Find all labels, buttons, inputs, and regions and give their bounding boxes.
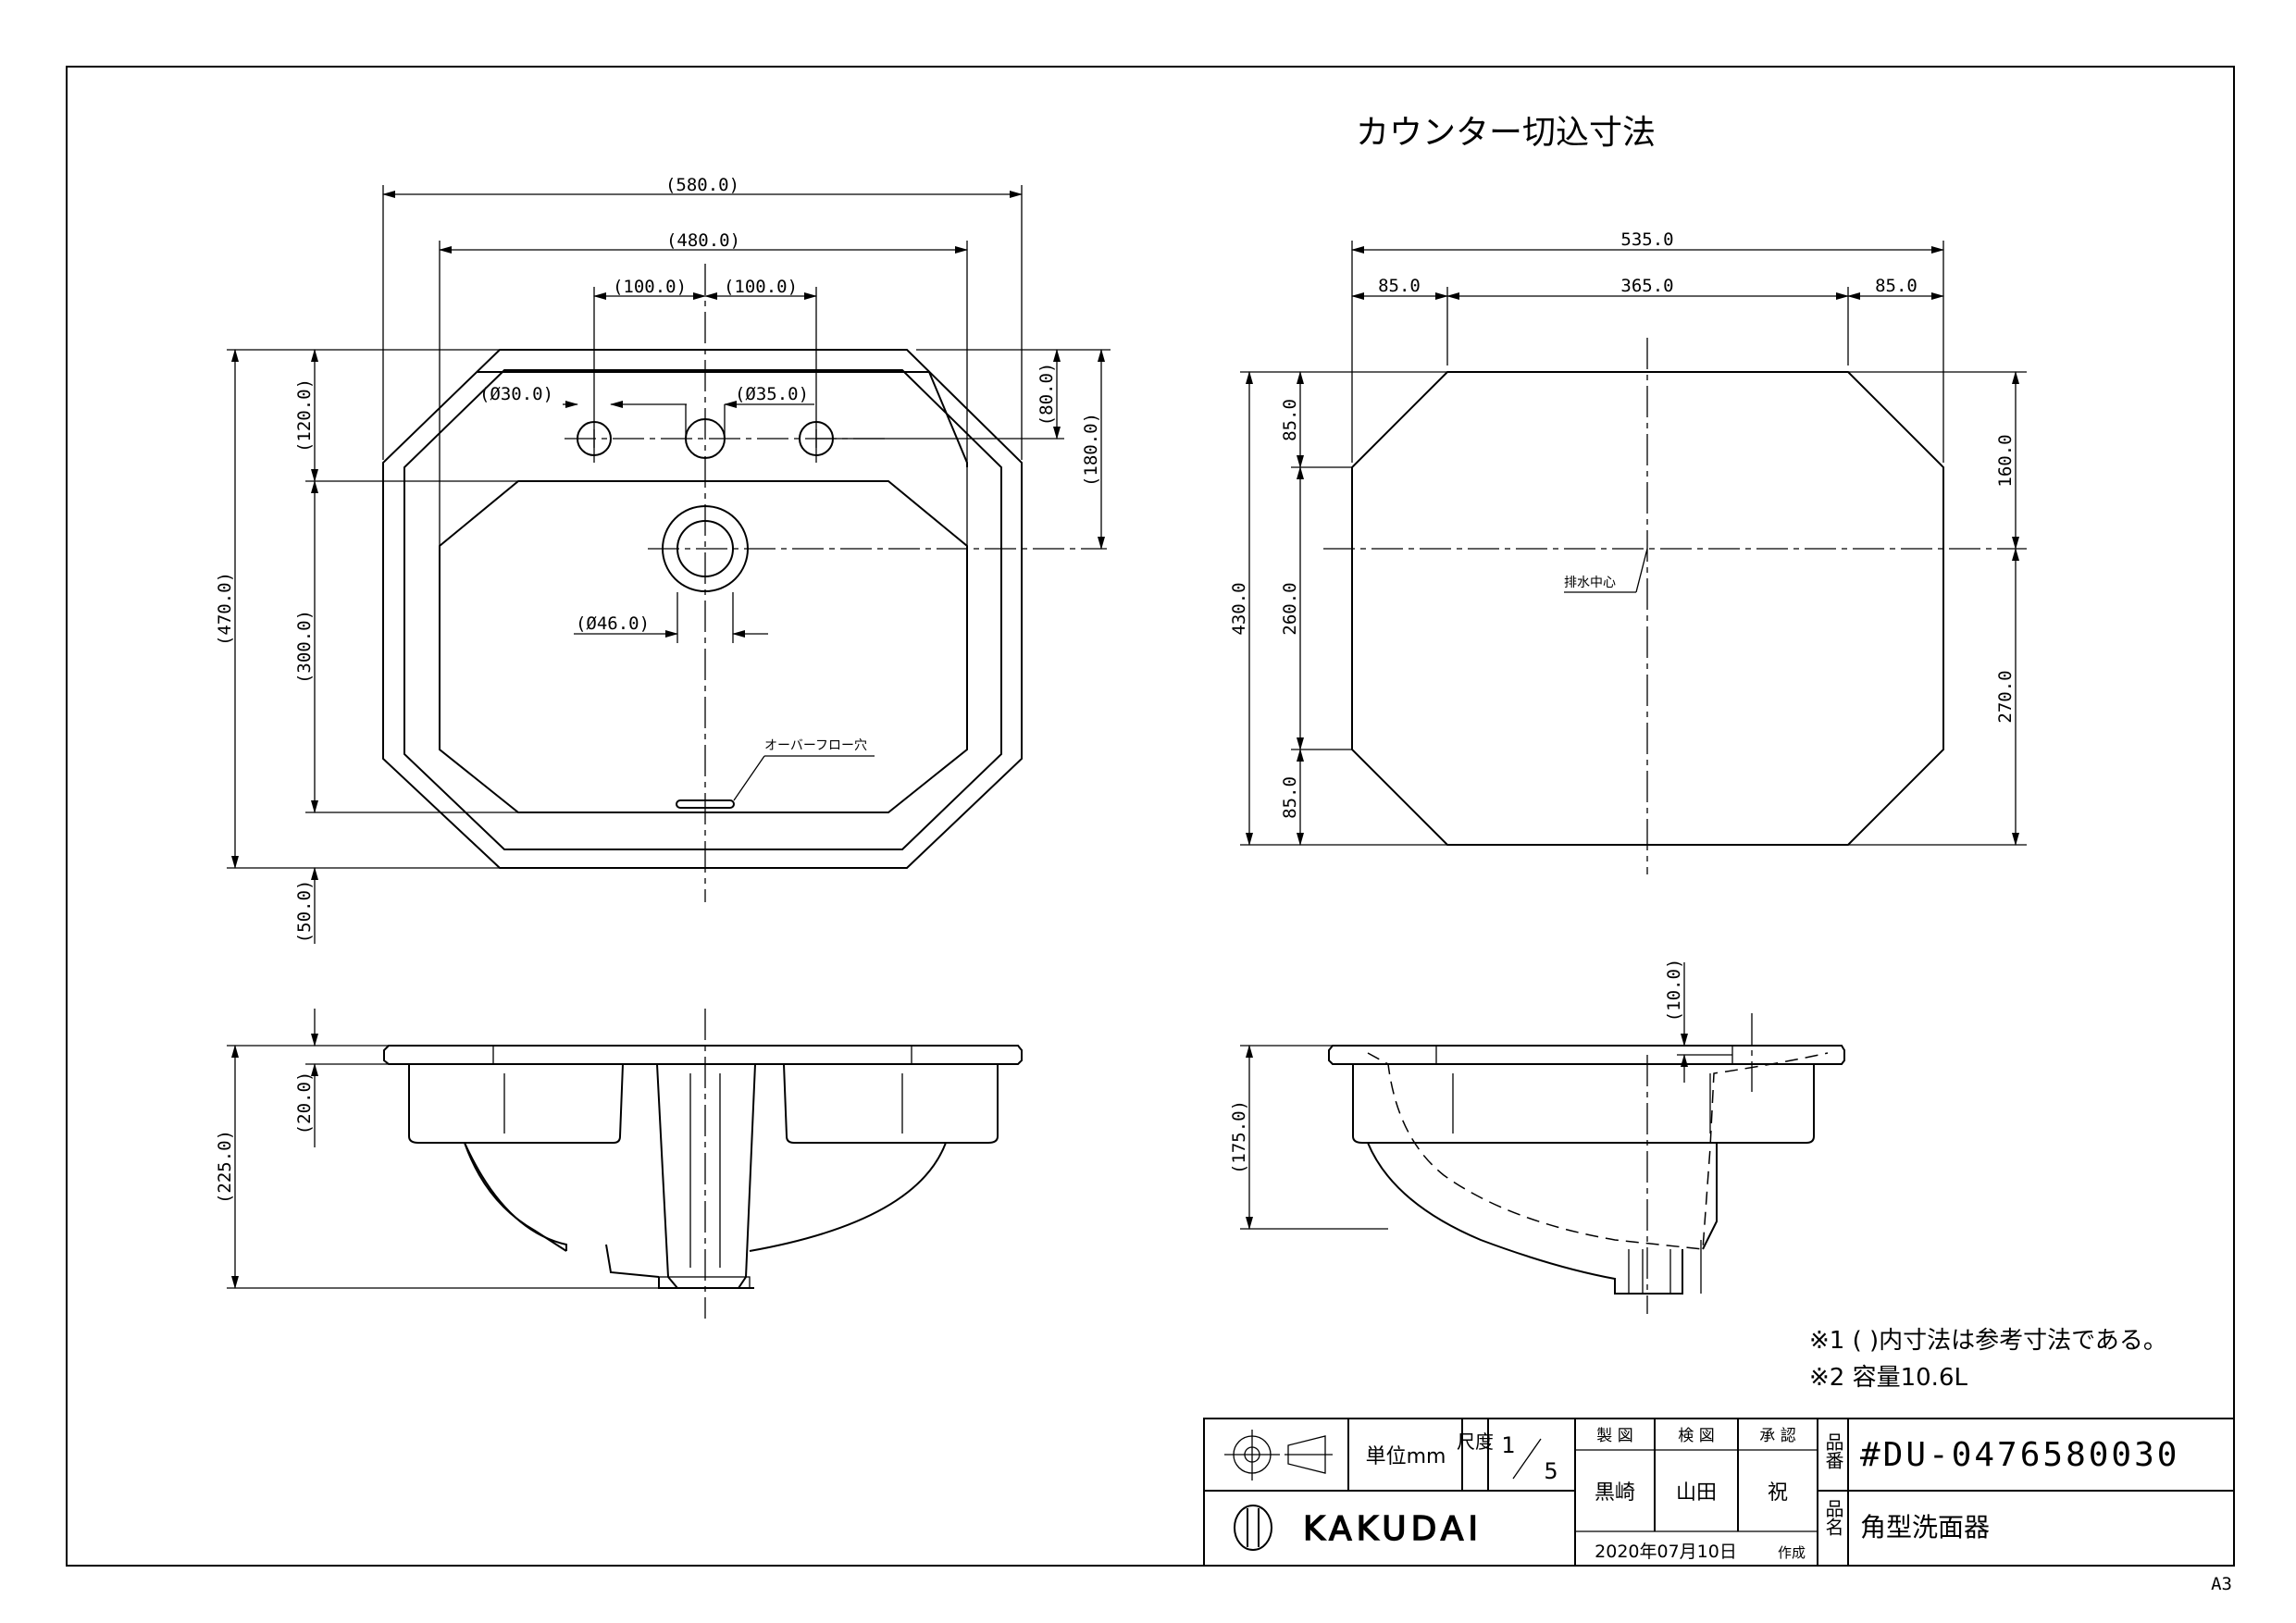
unit-label: 単位mm — [1366, 1445, 1446, 1468]
part-no-label: 品番 — [1822, 1432, 1844, 1469]
dim-front-margin: (50.0) — [294, 880, 315, 944]
dim-back-to-center: 160.0 — [1995, 434, 2016, 487]
paper-size: A3 — [2211, 1574, 2232, 1594]
checked-header: 検 図 — [1678, 1427, 1714, 1445]
dim-back-to-drain: (180.0) — [1081, 413, 1101, 487]
company-name: KAKUDAI — [1303, 1510, 1483, 1548]
scale-label: 尺度 — [1457, 1431, 1494, 1453]
scale-numerator: 1 — [1501, 1432, 1515, 1458]
drain-center-label: 排水中心 — [1564, 576, 1616, 590]
front-section-view: (225.0) (20.0) — [215, 1009, 1023, 1319]
dim-corner-top: 85.0 — [1280, 399, 1300, 441]
dim-middle-v: 260.0 — [1280, 582, 1300, 635]
dim-middle: 365.0 — [1620, 276, 1673, 296]
dim-overall-width: (580.0) — [665, 175, 739, 195]
dim-back-to-bowl: (120.0) — [294, 378, 315, 452]
overflow-label: オーバーフロー穴 — [764, 738, 867, 753]
dim-inner-width: (480.0) — [666, 230, 740, 251]
dim-side-hole: (Ø30.0) — [479, 384, 553, 404]
dim-bowl-depth: (300.0) — [294, 610, 315, 684]
part-name: 角型洗面器 — [1860, 1512, 1990, 1542]
kakudai-logo — [1234, 1505, 1272, 1551]
dim-corner-bottom: 85.0 — [1280, 776, 1300, 819]
dim-front-height: (225.0) — [215, 1130, 235, 1204]
approved-by: 祝 — [1768, 1481, 1788, 1505]
dim-hole-spacing-left: (100.0) — [613, 277, 687, 297]
drawing-date: 2020年07月10日 — [1595, 1542, 1737, 1562]
cutout-view: 排水中心 535.0 85.0 365.0 85.0 430.0 85.0 26… — [1229, 229, 2027, 874]
drawing-title: カウンター切込寸法 — [1356, 114, 1656, 152]
dim-back-to-holes: (80.0) — [1036, 363, 1057, 427]
projection-symbol-icon — [1224, 1430, 1333, 1481]
date-suffix: 作成 — [1778, 1544, 1806, 1561]
part-name-label: 品名 — [1822, 1499, 1844, 1536]
dim-cutout-width: 535.0 — [1620, 229, 1673, 250]
dim-corner-left: 85.0 — [1378, 276, 1421, 296]
approved-header: 承 認 — [1759, 1427, 1795, 1445]
dim-corner-right: 85.0 — [1875, 276, 1917, 296]
scale-label-text: 尺度 — [1457, 1431, 1494, 1453]
dim-depth-total: (470.0) — [215, 572, 235, 646]
dim-cutout-depth: 430.0 — [1229, 582, 1249, 635]
dim-side-height: (175.0) — [1229, 1100, 1249, 1174]
dim-hole-spacing-right: (100.0) — [724, 277, 798, 297]
dim-center-to-front: 270.0 — [1995, 670, 2016, 723]
plan-view: オーバーフロー穴 (580.0) (480.0) (100.0) (100.0)… — [215, 175, 1111, 944]
dim-center-hole: (Ø35.0) — [735, 384, 809, 404]
made-by: 黒崎 — [1595, 1481, 1635, 1505]
scale-denominator: 5 — [1544, 1458, 1558, 1484]
checked-by: 山田 — [1676, 1481, 1717, 1505]
side-section-view: (175.0) (10.0) — [1229, 959, 1845, 1314]
drawing-border — [66, 66, 2235, 1567]
note-1: ※1 ( )内寸法は参考寸法である。 — [1809, 1327, 2167, 1355]
note-2: ※2 容量10.6L — [1809, 1364, 1967, 1392]
dim-rim: (20.0) — [294, 1072, 315, 1135]
dim-drain: (Ø46.0) — [576, 613, 650, 634]
title-block: 単位mm 尺度 1 5 製 図 検 図 承 認 黒崎 山田 祝 品番 #DU-0… — [1203, 1418, 2235, 1567]
made-header: 製 図 — [1596, 1427, 1632, 1445]
dim-side-rim: (10.0) — [1664, 959, 1684, 1022]
part-number: #DU-0476580030 — [1860, 1436, 2179, 1474]
